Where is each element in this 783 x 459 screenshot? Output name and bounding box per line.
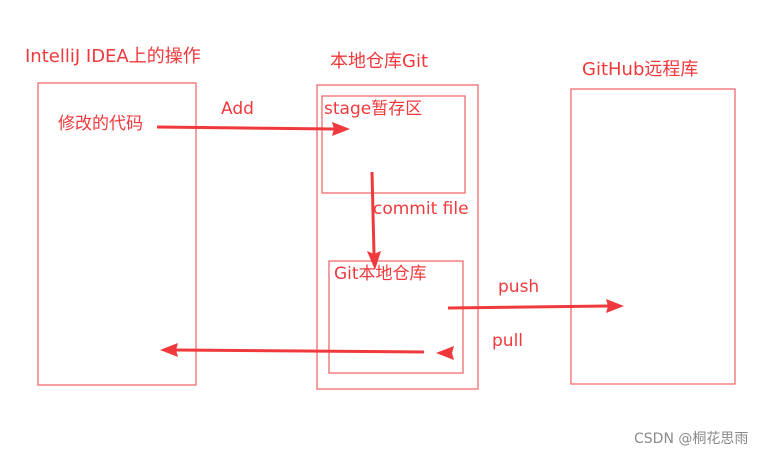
ide-box <box>37 82 197 386</box>
stage-box <box>321 95 466 194</box>
local-repo-label: Git本地仓库 <box>334 264 427 284</box>
return-arrow <box>160 343 425 357</box>
stage-label: stage暂存区 <box>324 99 423 119</box>
push-label: push <box>498 277 540 297</box>
commit-arrow <box>367 171 381 270</box>
pull-label: pull <box>492 331 524 351</box>
ide-title: IntelliJ IDEA上的操作 <box>25 46 201 67</box>
modified-code-label: 修改的代码 <box>58 114 143 134</box>
local-repo-box <box>328 260 464 374</box>
pull-arrow <box>436 346 608 360</box>
add-label: Add <box>221 99 254 119</box>
watermark: CSDN @桐花思雨 <box>634 431 749 447</box>
github-box <box>570 88 736 385</box>
push-arrow <box>447 299 624 313</box>
local-git-title: 本地仓库Git <box>330 51 429 72</box>
commit-label: commit file <box>373 199 469 219</box>
github-title: GitHub远程库 <box>582 59 699 80</box>
add-arrow <box>156 122 350 136</box>
local-git-outer-box <box>316 84 479 390</box>
